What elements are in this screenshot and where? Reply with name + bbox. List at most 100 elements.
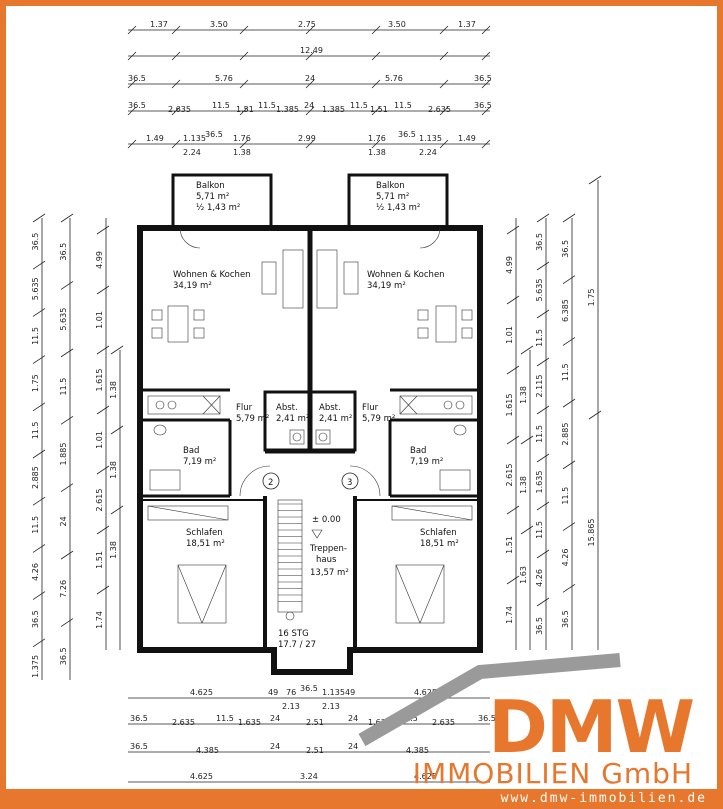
dim-top-r4-7: 24: [304, 101, 314, 110]
dimension-tick: [506, 225, 520, 235]
dim-top-r4-4: 1.51: [236, 105, 254, 114]
dimension-tick: [305, 25, 315, 35]
dimension-tick: [127, 139, 137, 149]
vertical-dimension-label: 36.5: [561, 610, 570, 628]
dimension-tick: [60, 550, 74, 560]
logo-subtitle: IMMOBILIEN GmbH: [412, 757, 693, 790]
vertical-dimension-label: 6.385: [561, 299, 570, 322]
dim-top-r4-8: 1.385: [322, 105, 345, 114]
dim-top-r5-4: 1.76: [233, 134, 251, 143]
vertical-dimension-label: 36.5: [535, 617, 544, 635]
dimension-tick: [32, 591, 46, 600]
dimension-tick: [96, 465, 110, 475]
dim-bot-r2-4: 1.635: [238, 718, 261, 727]
dim-top-r4-3: 11.5: [212, 101, 230, 110]
dimension-tick: [506, 295, 520, 305]
dimension-tick: [60, 618, 74, 627]
dim-top-r3-1: 36.5: [128, 74, 146, 83]
dimension-tick: [536, 357, 550, 367]
dimension-tick: [96, 345, 110, 355]
bad-right-label: Bad: [410, 446, 426, 456]
top-dimension-chains: [128, 29, 490, 145]
dimension-tick: [506, 505, 520, 515]
dim-bot-r1-3: 76: [286, 688, 296, 697]
dimension-tick: [562, 337, 576, 346]
dimension-tick: [110, 345, 124, 355]
vertical-dimension-label: 4.99: [95, 251, 104, 269]
vertical-dimension-label: 11.5: [535, 521, 544, 539]
vertical-dimension-label: 36.5: [561, 240, 570, 258]
dimension-tick: [536, 453, 550, 463]
level-marker: ± 0.00: [312, 515, 341, 525]
building-walls: [137, 173, 483, 675]
dim-top-r4-2: 2.635: [168, 105, 191, 114]
dimension-tick: [371, 51, 381, 61]
vertical-dimension-label: 5.635: [31, 277, 40, 300]
dimension-tick: [371, 25, 381, 35]
vertical-dimension-label: 11.5: [31, 327, 40, 345]
dim-bot-r3-1: 36.5: [130, 742, 148, 751]
dim-bot-r1b-2: 2.13: [322, 702, 340, 711]
dim-bot-r2-6: 2.51: [306, 718, 324, 727]
top-dimension-ticks: [127, 25, 491, 149]
dimension-tick: [32, 449, 46, 459]
treppenhaus-label-2: haus: [316, 555, 337, 565]
vertical-dimension-label: 11.5: [31, 516, 40, 534]
vertical-dimension-label: 1.615: [95, 369, 104, 392]
logo-wordmark: DMW: [488, 685, 695, 769]
dim-bot-r3-4: 2.51: [306, 746, 324, 755]
vertical-dimension-label: 36.5: [59, 243, 68, 261]
dim-bot-r4-1: 4.625: [190, 772, 213, 781]
vertical-dimension-label: 1.75: [31, 374, 40, 392]
dim-top-r1-1: 1.37: [150, 20, 168, 29]
treppenhaus-label-1: Treppen-: [309, 544, 347, 554]
dim-bot-r1-6: 49: [345, 688, 355, 697]
dimension-tick: [536, 309, 550, 319]
vertical-dimension-label: 11.5: [561, 487, 570, 505]
dimension-tick: [96, 285, 110, 295]
vertical-dimension-label: 1.635: [535, 471, 544, 494]
dimension-tick: [32, 213, 46, 223]
schlafen-right-label: Schlafen: [420, 528, 457, 538]
dim-top-r5-9: 1.49: [458, 134, 476, 143]
vertical-dimension-label: 11.5: [535, 329, 544, 347]
dimension-tick: [127, 25, 137, 35]
dimension-tick: [239, 51, 249, 61]
vertical-dimension-label: 36.5: [535, 233, 544, 251]
vertical-dimension-label: 1.01: [95, 431, 104, 449]
schlafen-left-label: Schlafen: [186, 528, 223, 538]
dimension-tick: [520, 435, 534, 445]
dim-top-r4-9: 11.5: [350, 101, 368, 110]
dimension-tick: [536, 213, 550, 223]
dim-top-r5b-2: 1.38: [233, 148, 251, 157]
dimension-tick: [96, 525, 110, 535]
wohnen-right-area: 34,19 m²: [367, 281, 406, 291]
vertical-dimension-label: 4.26: [561, 549, 570, 567]
flur-right-label: Flur: [362, 403, 379, 413]
dim-top-r5-5: 2.99: [298, 134, 316, 143]
vertical-dimension-label: 1.74: [505, 606, 514, 624]
right-dimension-labels: 4.991.011.6152.6151.511.741.381.381.6336…: [505, 175, 602, 635]
dimension-tick: [60, 281, 74, 290]
vertical-dimension-label: 36.5: [31, 233, 40, 251]
dim-bot-r2-3: 11.5: [216, 714, 234, 723]
vertical-dimension-label: 1.38: [109, 461, 118, 479]
dimension-tick: [32, 355, 46, 364]
left-dimension-labels: 36.55.63511.51.7511.52.88511.54.2636.51.…: [31, 213, 124, 678]
dimension-tick: [562, 275, 576, 285]
dimension-tick: [481, 25, 491, 35]
left-dimension-lines: [41, 218, 121, 680]
dimension-tick: [239, 139, 249, 149]
dimension-tick: [32, 496, 46, 506]
dim-bot-r2-1: 36.5: [130, 714, 148, 723]
flur-left-label: Flur: [236, 403, 253, 413]
dimension-tick: [588, 175, 602, 185]
vertical-dimension-label: 2.115: [535, 375, 544, 398]
dimension-tick: [439, 106, 449, 116]
dimension-tick: [506, 435, 520, 445]
dimension-tick: [127, 79, 137, 89]
vertical-dimension-label: 1.01: [505, 326, 514, 344]
dimension-tick: [127, 51, 137, 61]
vertical-dimension-label: 1.38: [519, 386, 528, 404]
dim-bot-r1b-1: 2.13: [282, 702, 300, 711]
